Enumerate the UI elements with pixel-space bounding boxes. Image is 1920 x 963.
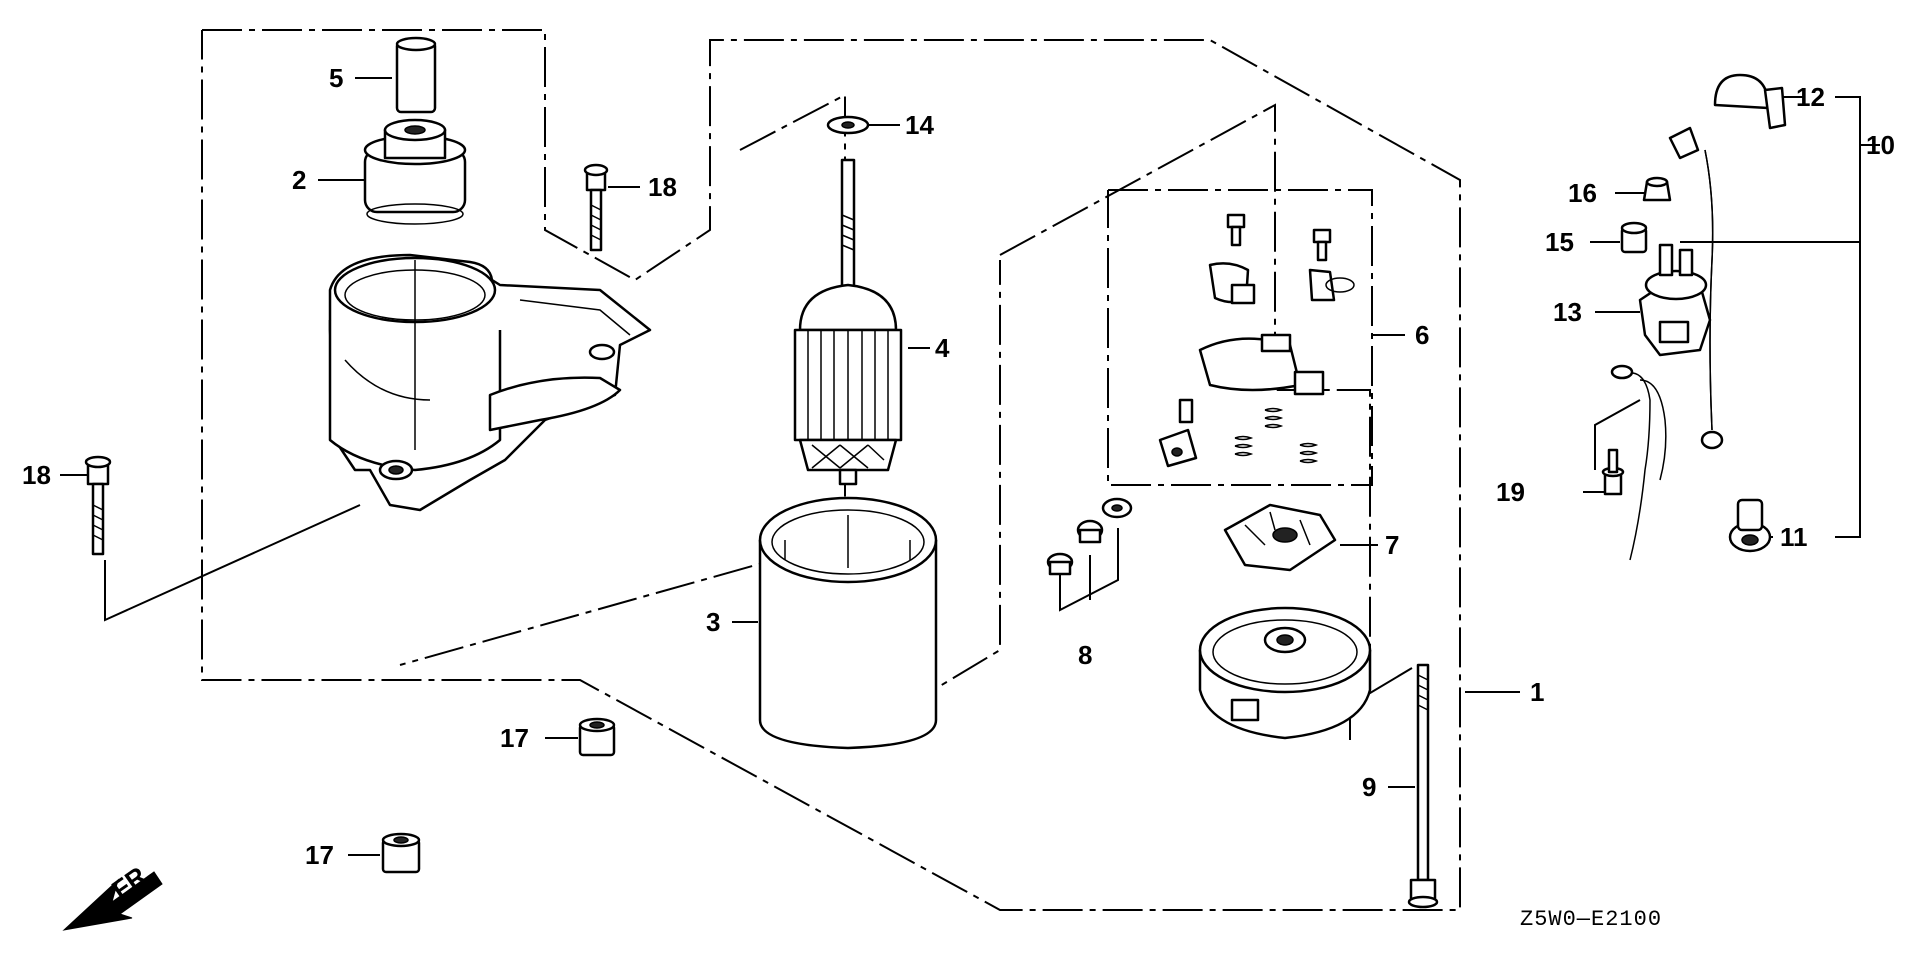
leader-10 — [1835, 96, 1861, 538]
brush-holder-part-7 — [1223, 503, 1337, 572]
front-direction-arrow: FR. — [62, 856, 163, 931]
collar-part-15 — [1620, 221, 1648, 254]
callout-13: 13 — [1553, 297, 1582, 327]
callout-17-upper: 17 — [500, 723, 529, 753]
yoke-part-3 — [758, 496, 938, 750]
callout-14: 14 — [905, 110, 934, 140]
callout-18-upper: 18 — [648, 172, 677, 202]
callout-9: 9 — [1362, 772, 1376, 802]
lead-wire — [1610, 364, 1667, 561]
leader-18b-tail — [104, 504, 361, 622]
cap-part-12 — [1713, 73, 1787, 130]
callout-3: 3 — [706, 607, 720, 637]
solenoid-part-13 — [1638, 243, 1712, 357]
pinion-gear-part-2 — [363, 118, 467, 225]
bolt-part-18-lower — [84, 455, 112, 556]
housing-outline — [849, 260, 1001, 741]
callouts: 1 2 3 4 5 6 7 8 9 10 11 12 13 14 15 16 1… — [22, 63, 1895, 870]
collar-part-17-upper — [578, 717, 616, 757]
collar-part-5 — [395, 36, 437, 114]
brush-kit-box — [1107, 189, 1373, 486]
callout-5: 5 — [329, 63, 343, 93]
callout-17-lower: 17 — [305, 840, 334, 870]
callout-10: 10 — [1866, 130, 1895, 160]
callout-7: 7 — [1385, 530, 1399, 560]
cap-part-11 — [1728, 498, 1772, 553]
callout-8: 8 — [1078, 640, 1092, 670]
cable-part-10 — [1668, 126, 1724, 450]
end-cover — [1198, 606, 1372, 740]
callout-6: 6 — [1415, 320, 1429, 350]
callout-4: 4 — [935, 333, 950, 363]
callout-19: 19 — [1496, 477, 1525, 507]
yoke-outline — [999, 103, 1371, 680]
callout-11: 11 — [1780, 522, 1808, 552]
callout-12: 12 — [1796, 82, 1825, 112]
bolt-part-18-upper — [583, 163, 609, 252]
washer-part-14 — [826, 115, 870, 135]
armature-part-4 — [793, 158, 903, 486]
drawing-code: Z5W0—E2100 — [1520, 907, 1662, 932]
callout-15: 15 — [1545, 227, 1574, 257]
callout-16: 16 — [1568, 178, 1597, 208]
bracket-group-outline — [201, 29, 1461, 911]
brush-kit-part-6 — [1158, 213, 1355, 468]
callout-18-lower: 18 — [22, 460, 51, 490]
through-bolt-part-9 — [1407, 663, 1439, 909]
front-label: FR. — [106, 856, 158, 905]
nut-washer-part-8 — [1046, 497, 1133, 576]
starter-bracket — [328, 253, 652, 512]
collar-part-17-lower — [381, 832, 421, 874]
bolt-part-19 — [1601, 448, 1625, 496]
brush-holder-outline — [399, 93, 846, 666]
nut-part-16 — [1642, 176, 1672, 202]
callout-1: 1 — [1530, 677, 1544, 707]
callout-2: 2 — [292, 165, 306, 195]
leader-19-tail — [1594, 399, 1641, 470]
